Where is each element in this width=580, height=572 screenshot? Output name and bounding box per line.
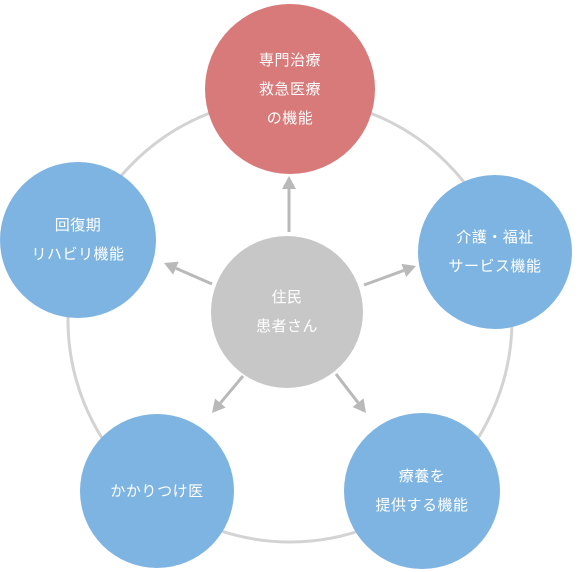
node-bottom-right-line-1: 療養を	[398, 467, 446, 485]
node-top-line-3: の機能	[266, 108, 314, 127]
node-nursing-welfare-services: 介護・福祉 サービス機能	[418, 175, 572, 329]
arrow-to-bottom-left-head	[212, 398, 226, 413]
node-center-line-1: 住民	[271, 288, 303, 306]
node-top-line-2: 救急医療	[258, 79, 321, 98]
arrow-to-right-head	[401, 263, 416, 278]
node-recovery-rehabilitation: 回復期 リハビリ機能	[0, 162, 156, 318]
arrow-to-bottom-left-shaft	[219, 375, 245, 404]
node-specialized-emergency-care: 専門治療 救急医療 の機能	[205, 4, 375, 174]
node-residents-patients: 住民 患者さん	[211, 236, 363, 388]
arrows	[164, 176, 416, 413]
arrow-to-left-shaft	[175, 266, 213, 286]
node-recuperation-care: 療養を 提供する機能	[344, 413, 500, 569]
arrow-to-bottom-right-head	[352, 398, 366, 413]
node-bottom-right-line-2: 提供する機能	[375, 496, 469, 514]
node-bottom-left-line-1: かかりつけ医	[110, 481, 204, 500]
node-right-line-1: 介護・福祉	[456, 228, 534, 246]
arrow-to-left-head	[164, 261, 179, 275]
arrow-to-right-shaft	[363, 269, 405, 287]
node-top-line-1: 専門治療	[258, 50, 321, 69]
arrow-to-top-head	[282, 176, 296, 189]
node-left-line-1: 回復期	[54, 216, 102, 234]
node-right-line-2: サービス機能	[448, 257, 542, 275]
node-center-line-2: 患者さん	[255, 317, 318, 335]
node-family-doctor: かかりつけ医	[80, 414, 234, 568]
arrow-to-bottom-right-shaft	[334, 373, 360, 404]
node-left-line-2: リハビリ機能	[31, 245, 125, 263]
